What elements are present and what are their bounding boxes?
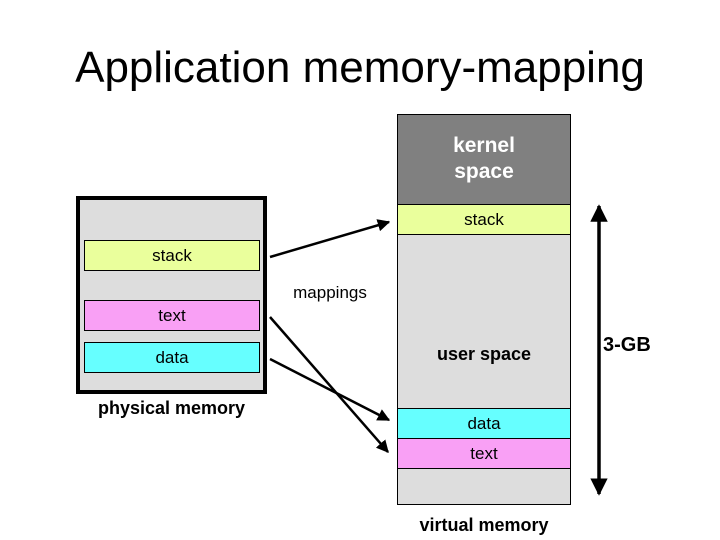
kernel-space-label-line1: kernel bbox=[453, 134, 515, 157]
slide-title: Application memory-mapping bbox=[75, 43, 645, 92]
physical-data-segment: data bbox=[84, 342, 260, 373]
mappings-label: mappings bbox=[293, 283, 367, 302]
mapping-arrow-text bbox=[269, 316, 389, 453]
size-label: 3-GB bbox=[603, 334, 651, 356]
physical-text-segment: text bbox=[84, 300, 260, 331]
mapping-arrow-data bbox=[269, 357, 391, 422]
physical-memory-caption: physical memory bbox=[97, 398, 246, 418]
user-space-label: user space bbox=[436, 344, 532, 364]
physical-stack-segment: stack bbox=[84, 240, 260, 271]
virtual-text-segment: text bbox=[397, 438, 571, 469]
virtual-memory-caption: virtual memory bbox=[419, 515, 549, 535]
mapping-arrow-stack bbox=[269, 219, 391, 259]
kernel-space-label-line2: space bbox=[454, 160, 514, 183]
virtual-stack-segment: stack bbox=[397, 204, 571, 235]
kernel-space-segment: kernel space bbox=[397, 114, 571, 205]
